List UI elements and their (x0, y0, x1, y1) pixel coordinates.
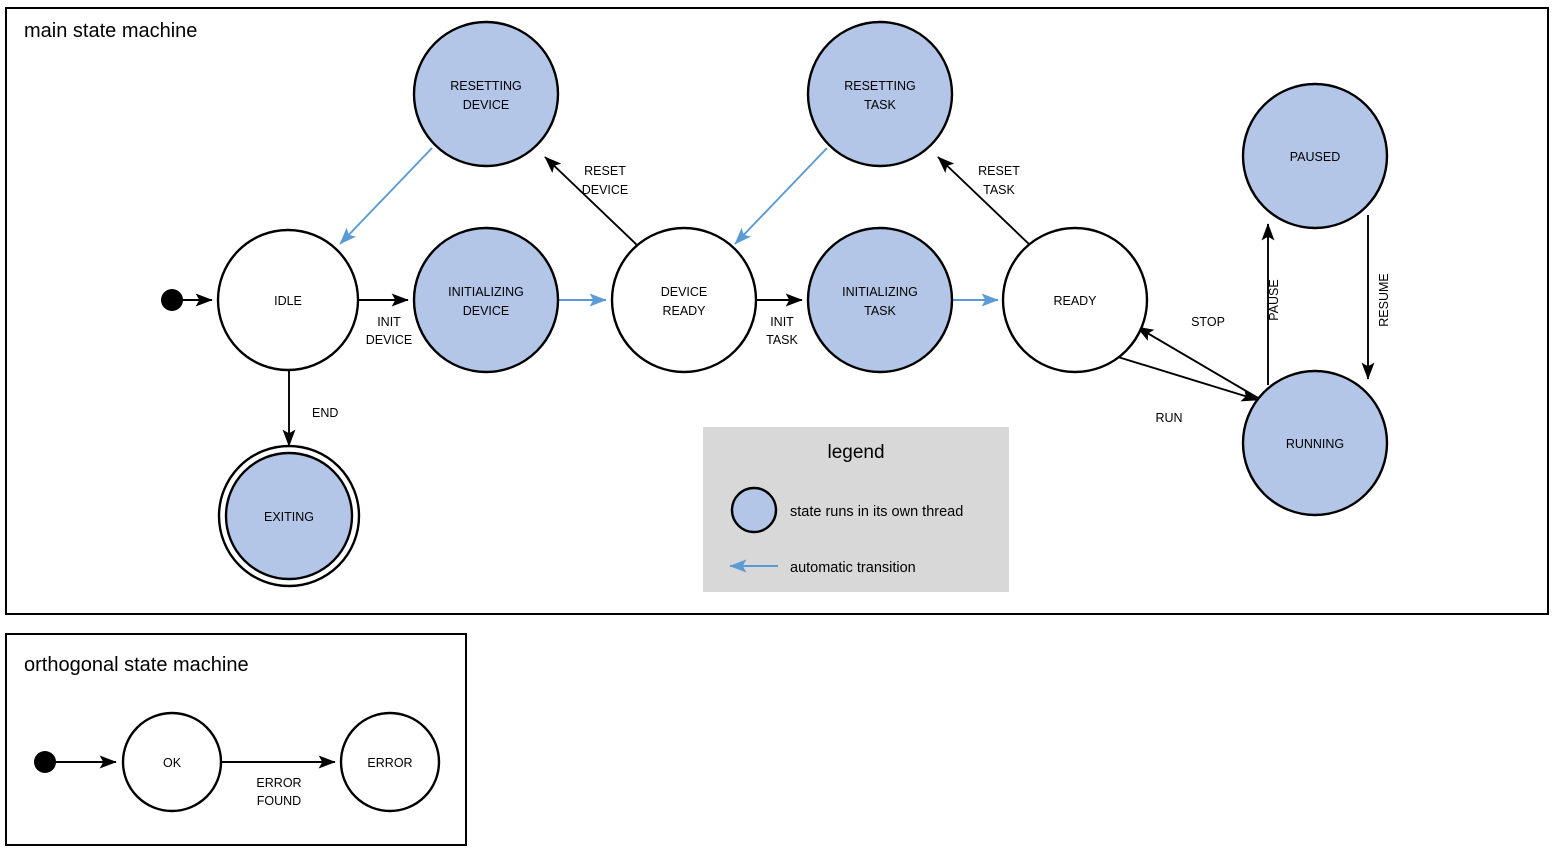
edge-resetting-task-to-device-ready (734, 147, 828, 245)
state-label-ok: OK (163, 756, 182, 770)
edge-label-init-task-1: INIT (770, 315, 794, 329)
state-label-device-ready-2: READY (662, 304, 706, 318)
edge-label-init-task-2: TASK (766, 333, 798, 347)
state-label-resetting-device-1: RESETTING (450, 79, 522, 93)
state-error[interactable] (339, 711, 441, 813)
edge-label-reset-device-1: RESET (584, 164, 626, 178)
edge-label-error-found-1: ERROR (256, 776, 301, 790)
edge-label-pause: PAUSE (1267, 279, 1281, 320)
state-initializing-device[interactable] (412, 226, 560, 374)
state-ready[interactable] (1001, 226, 1149, 374)
state-paused[interactable] (1241, 82, 1389, 230)
state-label-resetting-task-2: TASK (864, 98, 896, 112)
edge-ready-to-running (1117, 356, 1259, 402)
frame-orthogonal-title: orthogonal state machine (24, 654, 249, 676)
edge-label-init-device-2: DEVICE (366, 333, 413, 347)
edge-label-run: RUN (1155, 411, 1182, 425)
state-exiting[interactable] (224, 451, 354, 581)
state-label-resetting-device-2: DEVICE (463, 98, 510, 112)
initial-state-dot-orthogonal (34, 751, 56, 773)
edge-ready-to-resetting-task (937, 156, 1032, 247)
legend-thread-state-icon (730, 486, 778, 534)
state-label-running: RUNNING (1286, 437, 1344, 451)
edge-label-stop: STOP (1191, 315, 1225, 329)
state-label-idle: IDLE (274, 294, 302, 308)
state-idle[interactable] (216, 228, 360, 372)
state-running[interactable] (1241, 369, 1389, 517)
edge-label-resume: RESUME (1377, 273, 1391, 326)
state-label-initializing-task-1: INITIALIZING (842, 285, 918, 299)
state-initializing-task[interactable] (806, 226, 954, 374)
state-exiting-outer-ring (217, 444, 361, 588)
edge-label-reset-device-2: DEVICE (582, 183, 629, 197)
state-resetting-task[interactable] (806, 20, 954, 168)
state-label-paused: PAUSED (1290, 150, 1340, 164)
state-ok[interactable] (121, 711, 223, 813)
legend-item-thread-label: state runs in its own thread (790, 504, 963, 520)
edge-resetting-device-to-idle (339, 147, 433, 245)
state-label-initializing-device-1: INITIALIZING (448, 285, 524, 299)
edge-label-init-device-1: INIT (377, 315, 401, 329)
state-label-exiting: EXITING (264, 510, 314, 524)
legend-title: legend (827, 442, 884, 463)
edge-label-reset-task-1: RESET (978, 164, 1020, 178)
legend-item-auto-label: automatic transition (790, 560, 916, 576)
frame-main-title: main state machine (24, 20, 197, 42)
state-label-device-ready-1: DEVICE (661, 285, 708, 299)
edge-label-error-found-2: FOUND (257, 794, 301, 808)
edge-device-ready-to-resetting-device (544, 156, 639, 247)
state-label-initializing-task-2: TASK (864, 304, 896, 318)
state-label-initializing-device-2: DEVICE (463, 304, 510, 318)
state-label-ready: READY (1053, 294, 1097, 308)
edge-label-reset-task-2: TASK (983, 183, 1015, 197)
state-device-ready[interactable] (610, 226, 758, 374)
edge-running-to-ready (1136, 326, 1259, 399)
initial-state-dot-main (161, 289, 183, 311)
state-label-error: ERROR (367, 756, 412, 770)
state-resetting-device[interactable] (412, 20, 560, 168)
edge-label-end: END (312, 406, 338, 420)
state-label-resetting-task-1: RESETTING (844, 79, 916, 93)
